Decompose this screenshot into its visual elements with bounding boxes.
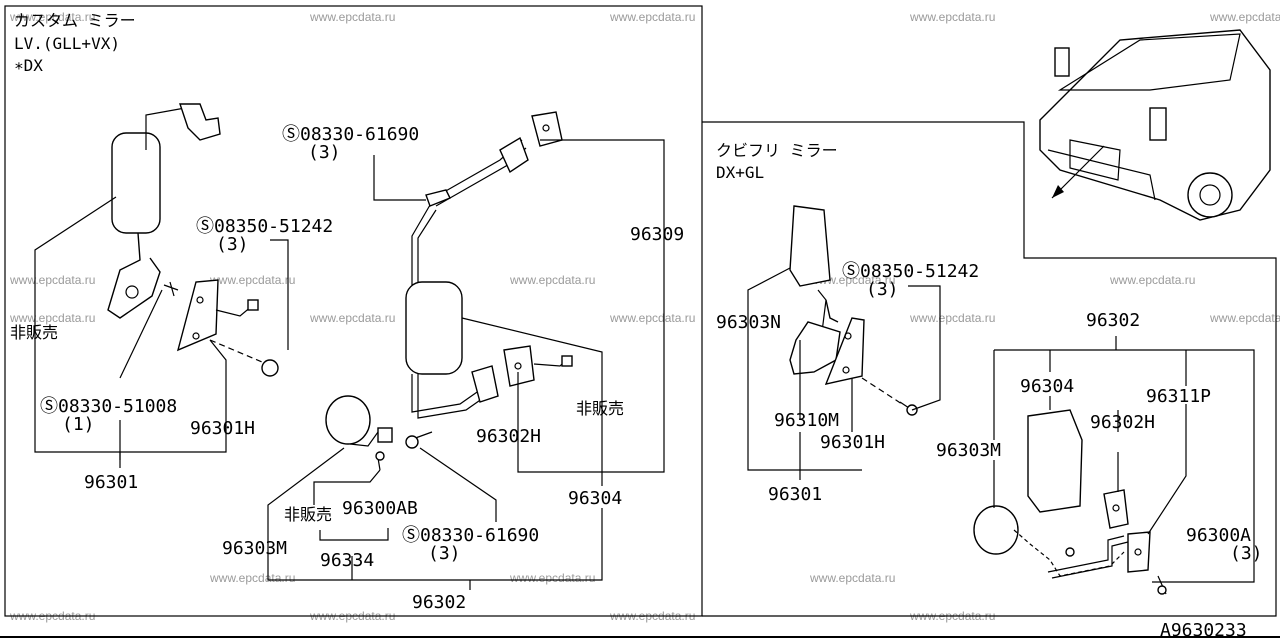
label-part-96300A: 96300A <box>1186 525 1251 546</box>
watermark: www.epcdata.ru <box>809 571 895 585</box>
watermark: www.epcdata.ru <box>1209 311 1280 325</box>
label-part-96302-right: 96302 <box>1086 310 1140 331</box>
watermark: www.epcdata.ru <box>309 10 395 24</box>
watermark: www.epcdata.ru <box>609 10 695 24</box>
leader-lines-right <box>747 267 1255 583</box>
under-mirror-assembly-right <box>973 409 1167 595</box>
label-part-96309: 96309 <box>630 224 684 245</box>
label-part-96310M: 96310M <box>774 410 839 431</box>
leader-lines-left <box>34 139 665 590</box>
label-part-96302-left: 96302 <box>412 592 466 613</box>
label-bolt-qty: (3) <box>866 279 899 300</box>
label-part-96302H-left: 96302H <box>476 426 541 447</box>
left-panel-headings: カスタム ミラー LV.(GLL+VX) ∗DX <box>14 11 136 75</box>
right-panel-headings: クビフリ ミラー DX+GL <box>716 141 838 182</box>
watermark: www.epcdata.ru <box>9 273 95 287</box>
label-part-96301H-left: 96301H <box>190 418 255 439</box>
label-bolt-qty: (3) <box>308 142 341 163</box>
label-bolt-qty: (1) <box>62 414 95 435</box>
label-part-96302H-right: 96302H <box>1090 412 1155 433</box>
custom-mirror-head-left <box>107 103 221 319</box>
kubifuri-mirror-assembly <box>789 205 918 416</box>
bracket-plate-96301H <box>176 279 279 377</box>
watermark: www.epcdata.ru <box>609 311 695 325</box>
watermark: www.epcdata.ru <box>209 273 295 287</box>
watermark: www.epcdata.ru <box>909 10 995 24</box>
watermark: www.epcdata.ru <box>509 571 595 585</box>
truck-illustration <box>1039 29 1271 221</box>
label-part-96300A-qty: (3) <box>1230 543 1263 564</box>
right-frame <box>702 121 1277 617</box>
watermark: www.epcdata.ru <box>809 273 895 287</box>
label-bolt-08330-51008: Ⓢ08330-51008 <box>40 396 177 417</box>
label-not-for-sale: 非販売 <box>284 505 332 524</box>
heading-custom-dx: ∗DX <box>14 56 43 75</box>
heading-custom-mirror: カスタム ミラー <box>14 11 136 30</box>
mirror-assembly-96309 <box>405 111 573 419</box>
label-part-96334: 96334 <box>320 550 374 571</box>
watermark: www.epcdata.ru <box>309 311 395 325</box>
label-part-96301H-right: 96301H <box>820 432 885 453</box>
label-not-for-sale: 非販売 <box>10 323 58 342</box>
label-bolt-qty: (3) <box>428 543 461 564</box>
label-part-96303M-right: 96303M <box>936 440 1001 461</box>
label-bolt-08330-61690-top: Ⓢ08330-61690 <box>282 124 419 145</box>
diagram-id: A9630233 <box>1160 620 1247 640</box>
under-mirror-96303M-left <box>325 395 433 471</box>
label-part-96304-right: 96304 <box>1020 376 1074 397</box>
label-part-96311P: 96311P <box>1146 386 1211 407</box>
watermark: www.epcdata.ru <box>909 311 995 325</box>
watermark-layer: www.epcdata.ru www.epcdata.ru www.epcdat… <box>9 10 1280 623</box>
right-panel-labels: Ⓢ08350-51242 (3) 96303N 96302 96304 9631… <box>716 261 1263 640</box>
watermark: www.epcdata.ru <box>9 10 95 24</box>
watermark: www.epcdata.ru <box>209 571 295 585</box>
left-frame <box>4 5 703 617</box>
label-not-for-sale: 非販売 <box>576 399 624 418</box>
heading-custom-grade: LV.(GLL+VX) <box>14 34 120 53</box>
label-bolt-qty: (3) <box>216 234 249 255</box>
label-bolt-08330-61690-bottom: Ⓢ08330-61690 <box>402 525 539 546</box>
label-part-96300AB: 96300AB <box>342 498 418 519</box>
watermark: www.epcdata.ru <box>1209 10 1280 24</box>
watermark: www.epcdata.ru <box>9 311 95 325</box>
label-part-96301-left: 96301 <box>84 472 138 493</box>
label-part-96303N: 96303N <box>716 312 781 333</box>
label-part-96301-right: 96301 <box>768 484 822 505</box>
heading-kubifuri-mirror: クビフリ ミラー <box>716 141 838 160</box>
label-bolt-08350-51242-right: Ⓢ08350-51242 <box>842 261 979 282</box>
label-bolt-08350-51242-left: Ⓢ08350-51242 <box>196 216 333 237</box>
label-part-96303M-left: 96303M <box>222 538 287 559</box>
label-part-96304-left: 96304 <box>568 488 622 509</box>
left-panel-labels: Ⓢ08330-61690 (3) Ⓢ08350-51242 (3) 非販売 Ⓢ0… <box>10 124 684 613</box>
watermark: www.epcdata.ru <box>1109 273 1195 287</box>
frame-borders <box>0 5 1280 638</box>
heading-kubifuri-grade: DX+GL <box>716 163 764 182</box>
watermark: www.epcdata.ru <box>509 273 595 287</box>
